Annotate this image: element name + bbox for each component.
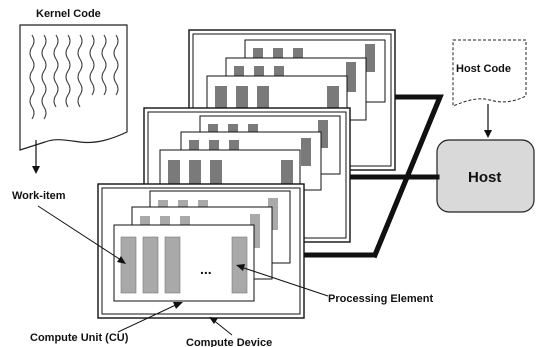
link-device-3 [371, 94, 444, 259]
work-item-label: Work-item [12, 190, 66, 202]
compute-device-label: Compute Device [186, 337, 272, 347]
work-item-arrow [37, 205, 126, 264]
compute-unit-front: ... [113, 224, 255, 302]
compute-device-arrow [209, 317, 233, 336]
host-device-links [297, 94, 444, 259]
processing-element [142, 236, 159, 294]
kernel-code-document [19, 24, 128, 151]
compute-unit-arrow [117, 302, 183, 333]
hostcode-to-host-arrow [484, 104, 492, 138]
processing-element-label: Processing Element [328, 293, 433, 305]
ellipsis-label: ... [200, 261, 212, 277]
host-code-label: Host Code [456, 63, 511, 75]
host-label: Host [468, 169, 501, 186]
kernel-code-label: Kernel Code [36, 8, 101, 20]
host-code-document [452, 39, 527, 107]
processing-element [120, 236, 137, 294]
processing-element-arrow [236, 264, 329, 297]
processing-element [164, 236, 181, 294]
compute-unit-label: Compute Unit (CU) [30, 332, 129, 344]
kernel-to-workitem-arrow [32, 140, 40, 174]
kernel-code-wavy-lines [29, 34, 119, 120]
